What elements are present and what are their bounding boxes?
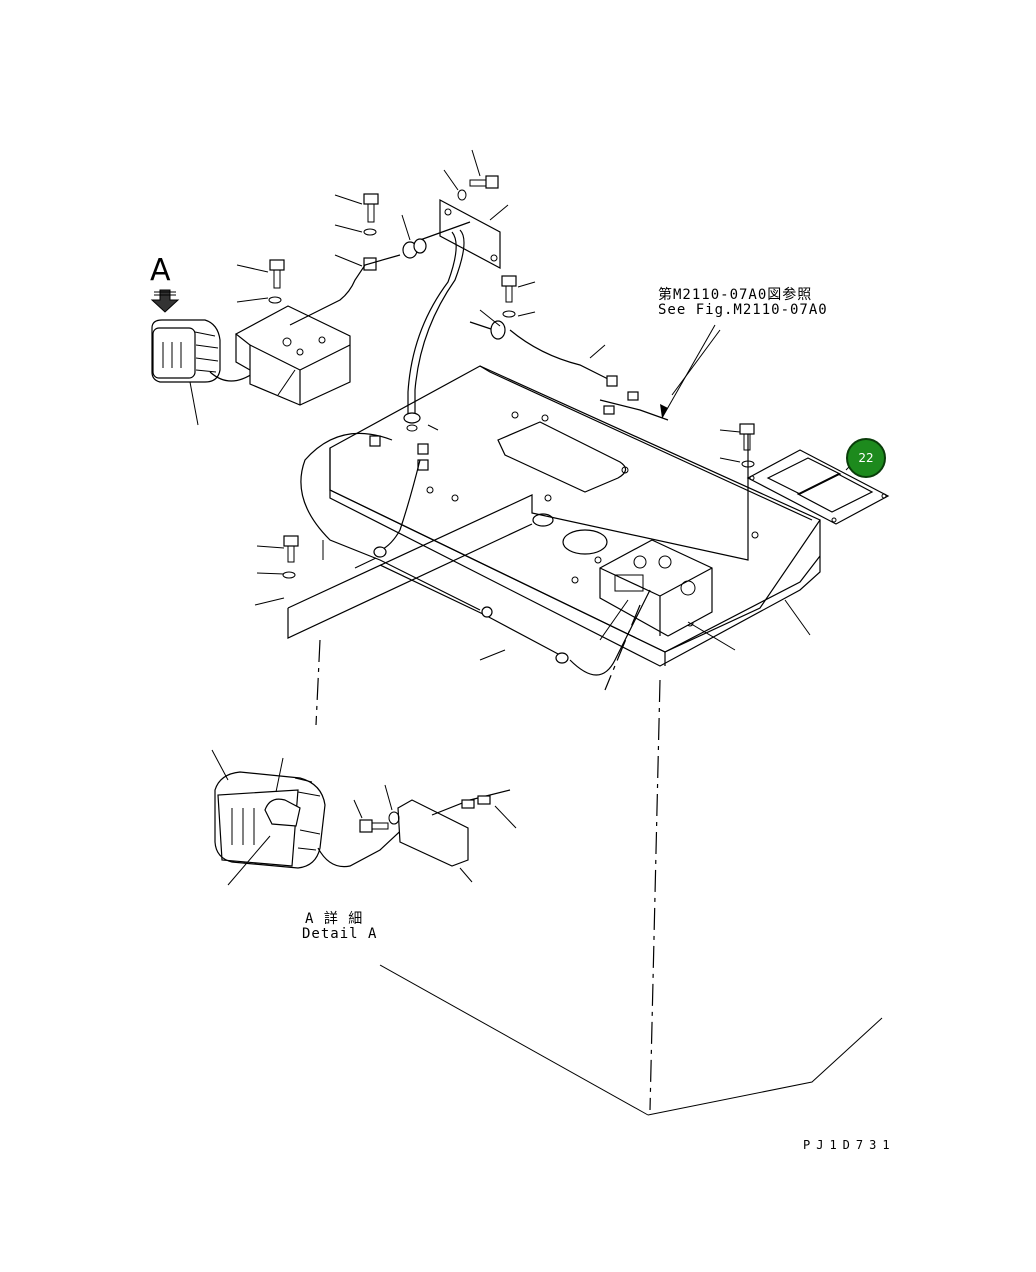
ref-note-jp: 第M2110-07A0図参照 [658, 287, 813, 303]
detail-label-jp: A 詳 細 [305, 911, 364, 927]
part-callout-22[interactable]: 22 [846, 438, 886, 478]
center-lines [315, 540, 883, 1116]
switch-box [599, 539, 713, 637]
wiring-harness [289, 229, 669, 676]
lamp-bracket [234, 305, 351, 406]
leader-lines [236, 149, 861, 661]
callout-number: 22 [858, 451, 874, 465]
checker-plate [746, 449, 890, 525]
drawing-id: PJ1D731 [803, 1138, 896, 1152]
view-label: A [150, 253, 171, 288]
work-lamp-front [151, 319, 291, 426]
roof-panel [287, 365, 821, 667]
detail-a-lamp [211, 749, 517, 886]
detail-label-en: Detail A [302, 926, 378, 942]
mount-plate [363, 199, 501, 271]
ref-note-en: See Fig.M2110-07A0 [658, 302, 828, 318]
view-arrow-icon [150, 289, 180, 313]
bolt-set [268, 175, 755, 579]
